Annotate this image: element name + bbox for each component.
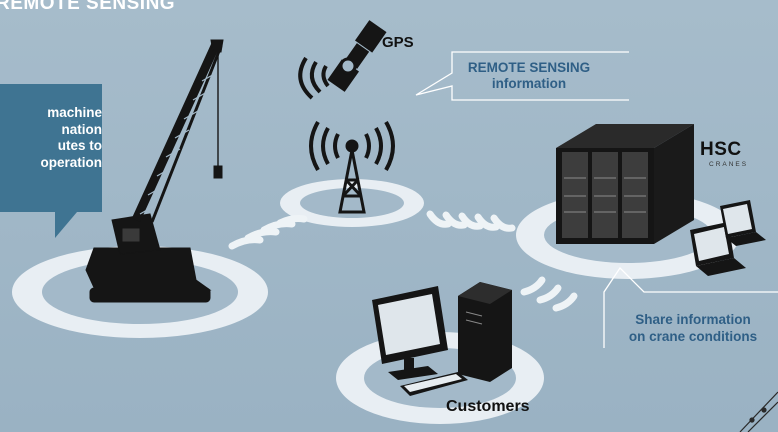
machine-callout-tail (55, 212, 77, 238)
machine-callout-line: machine (47, 105, 102, 120)
signal-waves-tower-server (426, 210, 516, 232)
machine-callout-line: nation (61, 121, 103, 137)
brand-logo-subtitle: CRANES (709, 161, 749, 168)
desktop-tower-icon (458, 282, 512, 382)
monitor-icon (372, 286, 448, 380)
share-information-line: Share information (635, 312, 751, 327)
radio-tower-icon (309, 120, 395, 214)
remote-sensing-title: REMOTE SENSING (467, 60, 591, 75)
page-title: REMOTE SENSING (0, 0, 176, 14)
machine-callout-box (0, 84, 102, 212)
machine-callout-text: machine nation utes to operation (0, 105, 102, 171)
machine-callout-line: operation (40, 154, 102, 170)
crane-icon (85, 39, 224, 303)
share-information-callout: Share information on crane conditions (604, 311, 778, 345)
keyboard-icon (400, 372, 468, 396)
brand-logo: HSC (700, 139, 742, 160)
laptop-icon (720, 200, 766, 246)
laptop-icon (690, 222, 746, 276)
remote-sensing-subtitle: information (491, 76, 567, 91)
share-callout-pointer (603, 266, 778, 348)
signal-waves-server-customers (520, 276, 578, 312)
gps-label: GPS (382, 34, 414, 51)
signal-waves-crane-tower (228, 215, 308, 250)
share-information-line: on crane conditions (628, 329, 758, 344)
machine-callout-line: utes to (57, 138, 102, 153)
server-icon (556, 124, 694, 244)
satellite-icon (298, 20, 387, 100)
tower-platform (280, 179, 424, 227)
corner-line-detail (739, 391, 778, 432)
remote-callout-pointer (415, 51, 629, 101)
customers-label: Customers (446, 398, 530, 415)
remote-sensing-callout: REMOTE SENSING information (440, 60, 618, 92)
